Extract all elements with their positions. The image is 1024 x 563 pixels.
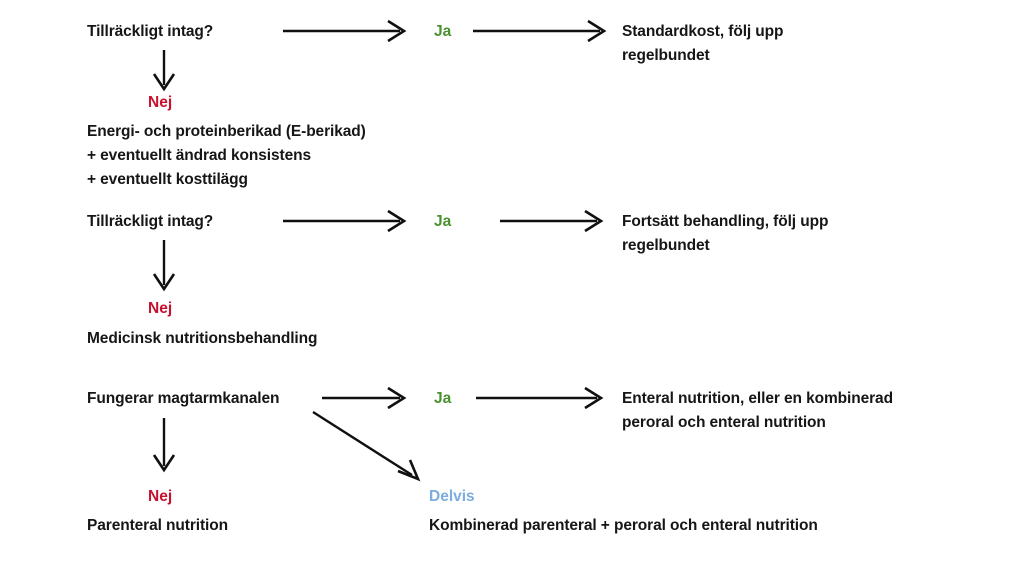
- stage2-no-outcome: Medicinsk nutritionsbehandling: [87, 330, 318, 347]
- arrow-stage1-question-to-no: [152, 50, 176, 92]
- stage3-question: Fungerar magtarmkanalen: [87, 390, 280, 407]
- stage2-question: Tillräckligt intag?: [87, 213, 214, 230]
- stage3-yes-outcome: Enteral nutrition, eller en kombinerad p…: [622, 390, 893, 431]
- arrow-stage2-question-to-no: [152, 240, 176, 292]
- arrow-stage3-yes-to-outcome: [476, 386, 604, 410]
- arrow-stage2-question-to-yes: [283, 209, 407, 233]
- stage1-yes-outcome: Standardkost, följ upp regelbundet: [622, 23, 784, 64]
- arrow-stage1-question-to-yes: [283, 19, 407, 43]
- stage3-no-outcome: Parenteral nutrition: [87, 517, 228, 534]
- stage3-partial-outcome: Kombinerad parenteral + peroral och ente…: [429, 517, 818, 534]
- stage1-no-label: Nej: [148, 94, 173, 111]
- stage2-no-label: Nej: [148, 300, 173, 317]
- arrow-stage2-yes-to-outcome: [500, 209, 604, 233]
- arrow-stage3-question-to-no: [152, 418, 176, 473]
- stage3-no-label: Nej: [148, 488, 173, 505]
- stage1-question: Tillräckligt intag?: [87, 23, 214, 40]
- arrow-stage3-question-to-partial: [312, 410, 421, 482]
- stage2-yes-outcome: Fortsätt behandling, följ upp regelbunde…: [622, 213, 829, 254]
- stage1-yes-label: Ja: [434, 23, 452, 40]
- stage3-yes-label: Ja: [434, 390, 452, 407]
- arrow-stage3-question-to-yes: [322, 386, 407, 410]
- stage2-yes-label: Ja: [434, 213, 452, 230]
- stage1-no-outcome: Energi- och proteinberikad (E-berikad) +…: [87, 123, 366, 188]
- arrow-stage1-yes-to-outcome: [473, 19, 607, 43]
- stage3-partial-label: Delvis: [429, 488, 475, 505]
